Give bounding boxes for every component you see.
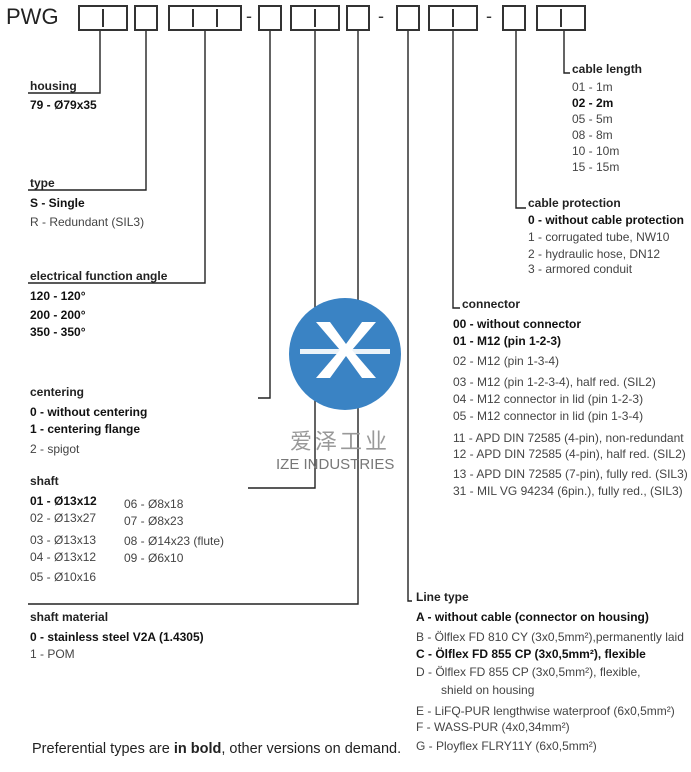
shaft-option: 04 - Ø13x12 bbox=[30, 550, 97, 564]
shaft-title: shaft bbox=[30, 474, 59, 488]
line-type-option: D - Ölflex FD 855 CP (3x0,5mm²), flexibl… bbox=[416, 665, 641, 679]
shaft-option: 06 - Ø8x18 bbox=[124, 497, 184, 511]
code-box-angle bbox=[168, 5, 242, 31]
connector-option: 02 - M12 (pin 1-3-4) bbox=[453, 354, 560, 368]
cable-protection-option: 1 - corrugated tube, NW10 bbox=[528, 230, 670, 244]
line-type-option: A - without cable (connector on housing) bbox=[416, 610, 649, 624]
cable-length-option: 15 - 15m bbox=[572, 160, 620, 174]
type-title: type bbox=[30, 176, 55, 190]
cable-length-option: 05 - 5m bbox=[572, 112, 613, 126]
shaft-option: 08 - Ø14x23 (flute) bbox=[124, 534, 225, 548]
code-box-cable-length bbox=[536, 5, 586, 31]
code-box-shaft-material bbox=[346, 5, 370, 31]
footer-text: Preferential types are bbox=[32, 741, 174, 757]
brand-logo-icon bbox=[289, 298, 401, 410]
line-type-title: Line type bbox=[416, 590, 469, 604]
line-type-option: C - Ölflex FD 855 CP (3x0,5mm²), flexibl… bbox=[416, 647, 646, 661]
code-box-cable-protection bbox=[502, 5, 526, 31]
connector-option: 13 - APD DIN 72585 (7-pin), fully red. (… bbox=[453, 467, 688, 481]
cable-protection-option: 3 - armored conduit bbox=[528, 262, 633, 276]
code-box-connector bbox=[428, 5, 478, 31]
angle-title: electrical function angle bbox=[30, 269, 168, 283]
shaft-option: 09 - Ø6x10 bbox=[124, 551, 184, 565]
cable-protection-option: 2 - hydraulic hose, DN12 bbox=[528, 247, 661, 261]
type-option: S - Single bbox=[30, 196, 85, 210]
line-type-option: F - WASS-PUR (4x0,34mm²) bbox=[416, 720, 570, 734]
cable-length-option: 08 - 8m bbox=[572, 128, 613, 142]
cable-length-option: 02 - 2m bbox=[572, 96, 614, 110]
line-type-option-continued: shield on housing bbox=[441, 683, 535, 697]
cable-protection-option: 0 - without cable protection bbox=[528, 213, 685, 227]
cable-protection-title: cable protection bbox=[528, 196, 621, 210]
housing-title: housing bbox=[30, 79, 77, 93]
housing-option: 79 - Ø79x35 bbox=[30, 98, 97, 112]
angle-option: 120 - 120° bbox=[30, 289, 86, 303]
connector-option: 12 - APD DIN 72585 (4-pin), half red. (S… bbox=[453, 447, 686, 461]
shaft-material-option: 1 - POM bbox=[30, 647, 75, 661]
code-box-line-type bbox=[396, 5, 420, 31]
centering-title: centering bbox=[30, 385, 85, 399]
shaft-option: 03 - Ø13x13 bbox=[30, 533, 97, 547]
code-box-shaft bbox=[290, 5, 340, 31]
angle-option: 200 - 200° bbox=[30, 308, 86, 322]
line-type-option: B - Ölflex FD 810 CY (3x0,5mm²),permanen… bbox=[416, 630, 684, 644]
line-type-option: E - LiFQ-PUR lengthwise waterproof (6x0,… bbox=[416, 704, 675, 718]
footer-text: , other versions on demand. bbox=[221, 741, 402, 757]
footer-note: Preferential types are in bold, other ve… bbox=[32, 741, 401, 757]
model-prefix: PWG bbox=[6, 4, 59, 29]
code-separator: - bbox=[486, 6, 492, 26]
type-option: R - Redundant (SIL3) bbox=[30, 215, 145, 229]
shaft-option: 05 - Ø10x16 bbox=[30, 570, 97, 584]
centering-option: 1 - centering flange bbox=[30, 422, 141, 436]
connector-option: 11 - APD DIN 72585 (4-pin), non-redundan… bbox=[453, 431, 684, 445]
connector-option: 01 - M12 (pin 1-2-3) bbox=[453, 334, 562, 348]
cable-length-option: 10 - 10m bbox=[572, 144, 620, 158]
watermark-cn: 爱泽工业 bbox=[290, 429, 391, 454]
shaft-option: 01 - Ø13x12 bbox=[30, 494, 97, 508]
centering-option: 0 - without centering bbox=[30, 405, 148, 419]
cable-length-title: cable length bbox=[572, 62, 643, 76]
angle-option: 350 - 350° bbox=[30, 325, 86, 339]
connector-option: 03 - M12 (pin 1-2-3-4), half red. (SIL2) bbox=[453, 375, 656, 389]
shaft-material-title: shaft material bbox=[30, 610, 109, 624]
code-separator: - bbox=[246, 6, 252, 26]
connector-option: 04 - M12 connector in lid (pin 1-2-3) bbox=[453, 392, 644, 406]
shaft-material-option: 0 - stainless steel V2A (1.4305) bbox=[30, 630, 204, 644]
connector-title: connector bbox=[462, 297, 521, 311]
shaft-option: 02 - Ø13x27 bbox=[30, 511, 97, 525]
code-box-type bbox=[134, 5, 158, 31]
code-box-centering bbox=[258, 5, 282, 31]
footer-bold: in bold bbox=[173, 741, 222, 757]
code-separator: - bbox=[378, 6, 384, 26]
connector-option: 05 - M12 connector in lid (pin 1-3-4) bbox=[453, 409, 644, 423]
line-type-option: G - Ployflex FLRY11Y (6x0,5mm²) bbox=[416, 739, 597, 753]
shaft-option: 07 - Ø8x23 bbox=[124, 514, 184, 528]
watermark-en: IZE INDUSTRIES bbox=[276, 456, 395, 473]
code-box-housing bbox=[78, 5, 128, 31]
cable-length-option: 01 - 1m bbox=[572, 80, 613, 94]
centering-option: 2 - spigot bbox=[30, 442, 80, 456]
connector-option: 00 - without connector bbox=[453, 317, 582, 331]
connector-option: 31 - MIL VG 94234 (6pin.), fully red., (… bbox=[453, 484, 683, 498]
